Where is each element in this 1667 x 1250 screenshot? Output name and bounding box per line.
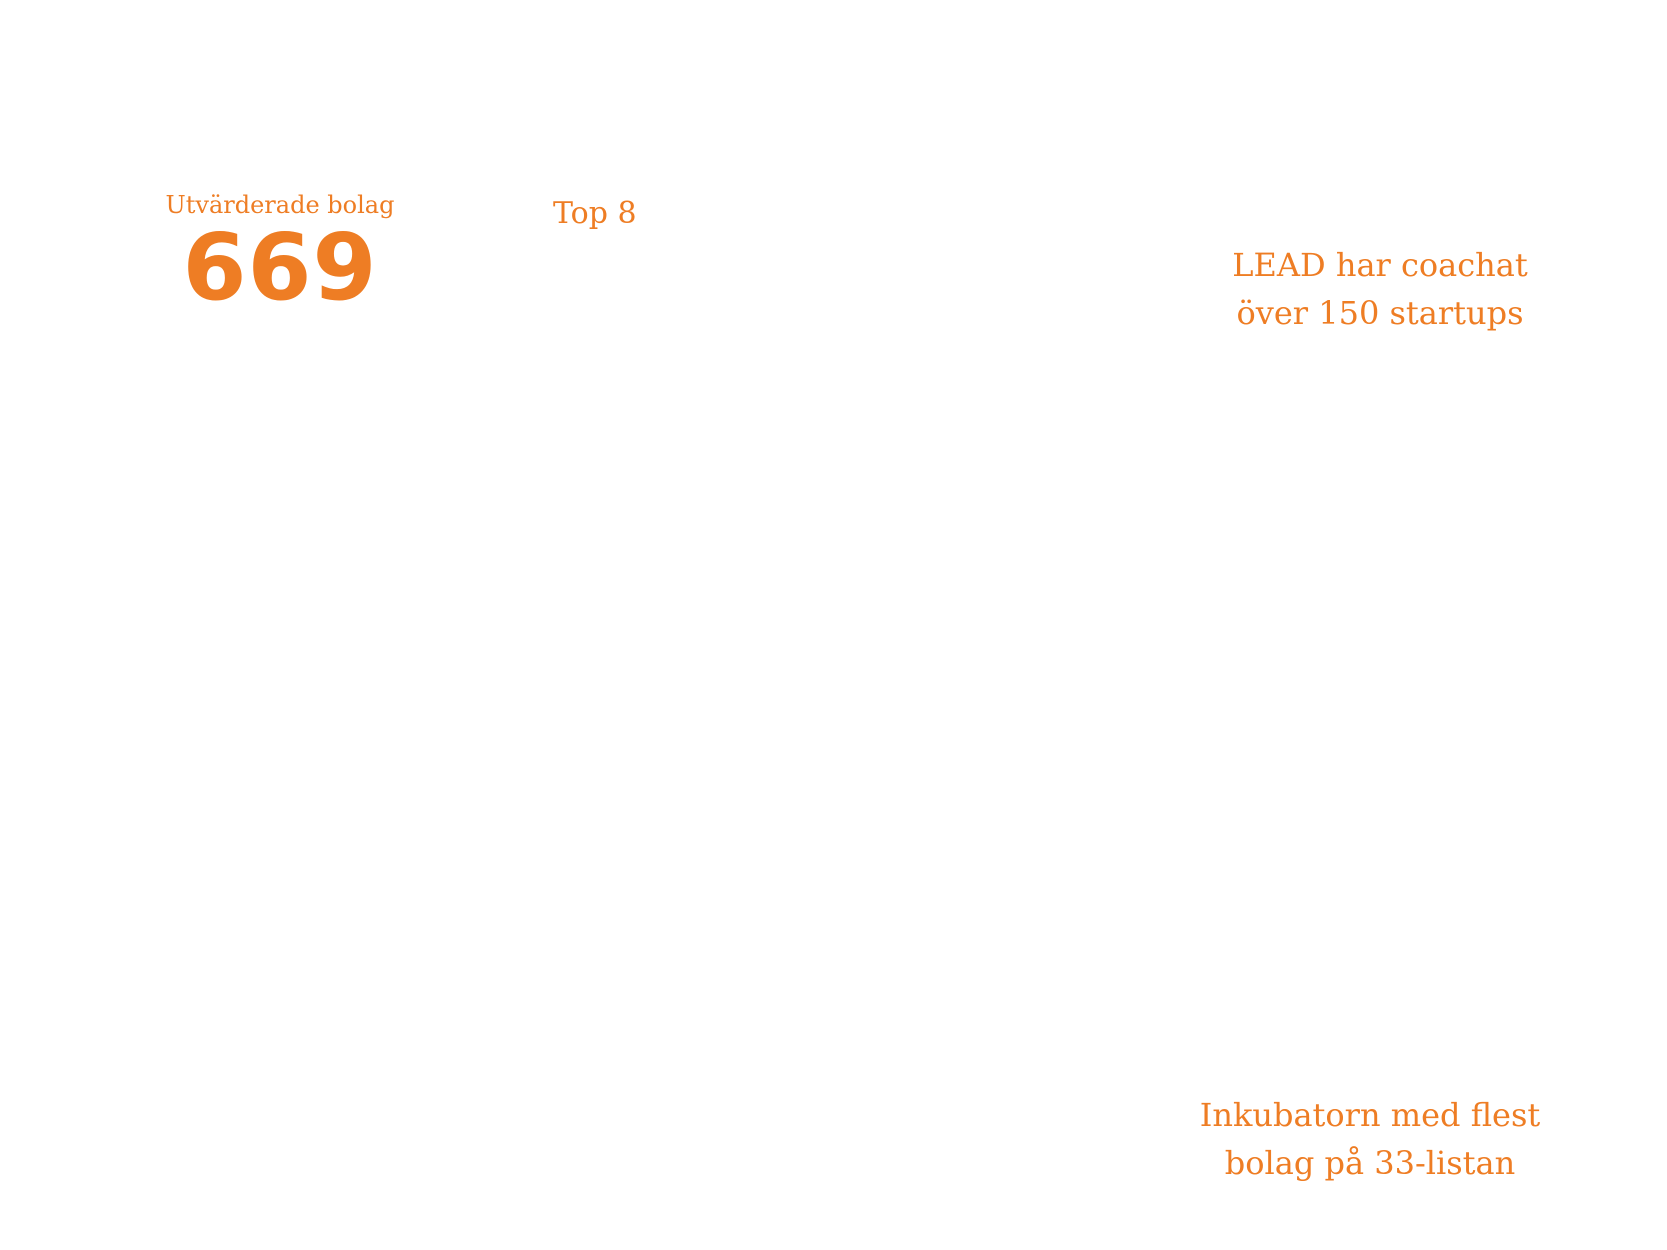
coach-note-line-2: över 150 startups xyxy=(1236,294,1524,332)
coach-note-line-1: LEAD har coachat xyxy=(1232,246,1528,284)
incubator-note: Inkubatorn med flest bolag på 33-listan xyxy=(1180,1091,1560,1187)
evaluated-companies-value: 669 xyxy=(182,214,378,321)
incubator-note-line-2: bolag på 33-listan xyxy=(1224,1144,1516,1182)
evaluated-companies-stat: Utvärderade bolag 669 xyxy=(160,190,400,314)
top-label: Top 8 xyxy=(553,196,637,231)
coach-note: LEAD har coachat över 150 startups xyxy=(1200,241,1560,337)
incubator-note-line-1: Inkubatorn med flest xyxy=(1199,1096,1541,1134)
evaluated-companies-label: Utvärderade bolag xyxy=(165,191,395,219)
